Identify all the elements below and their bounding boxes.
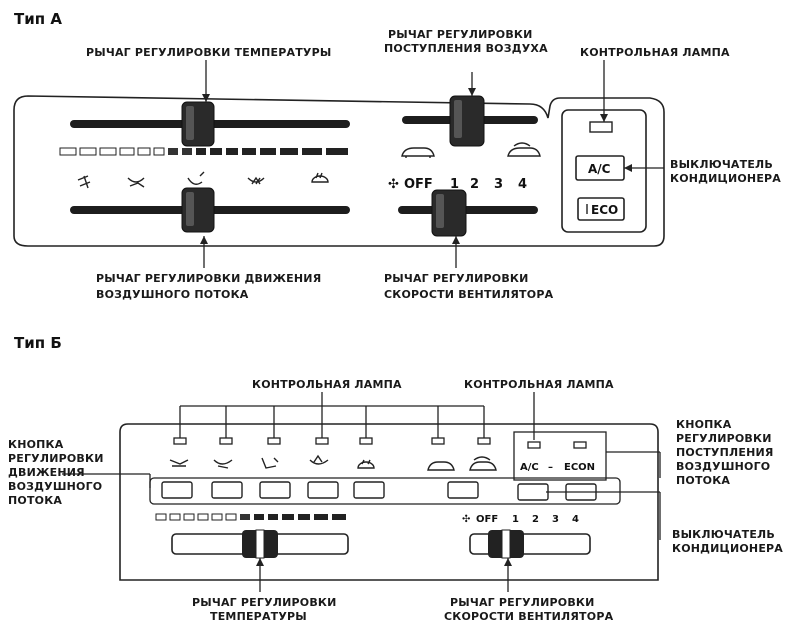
- type-b-econ-lamp: [573, 441, 587, 449]
- type-a-fan-track: [398, 206, 538, 214]
- fan-scale-3: 3: [552, 514, 559, 525]
- type-a-temp-lever-label: РЫЧАГ РЕГУЛИРОВКИ ТЕМПЕРАТУРЫ: [86, 46, 331, 59]
- type-a-temp-scale: [59, 147, 348, 156]
- fan-scale-3: 3: [494, 177, 503, 192]
- type-a-airflow-lever[interactable]: [181, 187, 215, 233]
- type-b-temp-label-1: РЫЧАГ РЕГУЛИРОВКИ: [192, 596, 337, 609]
- bilevel-vent-icon: [213, 459, 233, 469]
- type-a-intake-lever[interactable]: [449, 95, 485, 147]
- type-a-indicator-lamp: [589, 121, 613, 133]
- foot-vent-icon: [261, 457, 279, 469]
- bilevel-vent-icon: [127, 177, 145, 188]
- mode-button-foot[interactable]: [259, 481, 291, 499]
- type-a-lamp-label: КОНТРОЛЬНАЯ ЛАМПА: [580, 46, 730, 59]
- foot-defrost-icon: [309, 454, 329, 465]
- type-a-intake-label-2: ПОСТУПЛЕНИЯ ВОЗДУХА: [384, 42, 548, 55]
- fan-icon: ✣: [462, 514, 470, 525]
- type-b-intake-btn-label-1: КНОПКА: [676, 418, 732, 431]
- type-b-intake-btn-label-4: ВОЗДУШНОГО: [676, 460, 770, 473]
- type-b-econ-indicator-label: ECON: [564, 462, 595, 473]
- ac-button-label: A/C: [588, 162, 611, 176]
- type-b-intake-btn-label-2: РЕГУЛИРОВКИ: [676, 432, 772, 445]
- type-b-fan-lever[interactable]: [488, 529, 524, 559]
- type-b-mode-buttons: [161, 481, 597, 501]
- fan-scale-1: 1: [450, 177, 459, 192]
- type-a-fan-lever[interactable]: [431, 189, 467, 237]
- type-a-ac-switch-label-1: ВЫКЛЮЧАТЕЛЬ: [670, 158, 773, 171]
- fan-scale-4: 4: [572, 514, 579, 525]
- ac-button[interactable]: [517, 483, 549, 501]
- type-b-callouts: [62, 451, 661, 592]
- intake-button[interactable]: [447, 481, 479, 499]
- type-b-temp-lever[interactable]: [242, 529, 278, 559]
- fresh-air-car-icon: [427, 461, 455, 471]
- type-b-airflow-btn-label-5: ПОТОКА: [8, 494, 62, 507]
- face-vent-icon: [169, 459, 189, 467]
- eco-button-label: ECO: [591, 203, 618, 217]
- type-a-heading: Тип А: [14, 10, 62, 28]
- fan-scale-off: OFF: [404, 177, 433, 192]
- defrost-icon: [311, 172, 329, 183]
- fan-icon: ✣: [388, 177, 399, 192]
- type-b-intake-btn-label-3: ПОСТУПЛЕНИЯ: [676, 446, 774, 459]
- type-a-fan-scale: ✣ OFF 1 2 3 4: [388, 177, 527, 192]
- fan-scale-1: 1: [512, 514, 519, 525]
- type-a-airflow-icons: [77, 171, 329, 189]
- type-b-lamp-label-left: КОНТРОЛЬНАЯ ЛАМПА: [252, 378, 402, 391]
- type-b-temp-scale: [155, 513, 346, 521]
- type-a-ac-button[interactable]: A/C: [575, 155, 625, 181]
- type-b-ac-switch-label-1: ВЫКЛЮЧАТЕЛЬ: [672, 528, 775, 541]
- type-b-ac-lamp-box: [513, 431, 607, 481]
- foot-vent-icon: [187, 171, 205, 185]
- face-vent-icon: [77, 175, 91, 189]
- type-b-mode-icons: [169, 454, 497, 471]
- type-b-heading: Тип Б: [14, 334, 62, 352]
- mode-button-face[interactable]: [161, 481, 193, 499]
- recirculate-car-icon: [507, 142, 541, 157]
- recirculate-car-icon: [469, 456, 497, 471]
- foot-defrost-icon: [247, 176, 265, 185]
- type-b-fan-label-2: СКОРОСТИ ВЕНТИЛЯТОРА: [444, 610, 614, 623]
- type-b-airflow-btn-label-1: КНОПКА: [8, 438, 64, 451]
- type-b-airflow-btn-label-2: РЕГУЛИРОВКИ: [8, 452, 104, 465]
- fresh-air-car-icon: [401, 147, 435, 158]
- mode-button-foot-defrost[interactable]: [307, 481, 339, 499]
- type-b-airflow-btn-label-4: ВОЗДУШНОГО: [8, 480, 102, 493]
- type-b-ac-switch-label-2: КОНДИЦИОНЕРА: [672, 542, 783, 555]
- type-a-airflow-label-2: ВОЗДУШНОГО ПОТОКА: [96, 288, 249, 301]
- defrost-icon: [357, 459, 375, 469]
- type-a-callouts: [200, 60, 664, 268]
- type-a-airflow-label-1: РЫЧАГ РЕГУЛИРОВКИ ДВИЖЕНИЯ: [96, 272, 321, 285]
- type-b-lamp-label-right: КОНТРОЛЬНАЯ ЛАМПА: [464, 378, 614, 391]
- type-b-button-strip: [149, 477, 621, 505]
- type-a-fan-label-2: СКОРОСТИ ВЕНТИЛЯТОРА: [384, 288, 554, 301]
- fan-scale-2: 2: [470, 177, 479, 192]
- type-a-intake-label-1: РЫЧАГ РЕГУЛИРОВКИ: [388, 28, 533, 41]
- type-b-ac-indicator-label: A/C: [520, 462, 539, 473]
- type-b-fan-label-1: РЫЧАГ РЕГУЛИРОВКИ: [450, 596, 595, 609]
- type-a-ac-switch-label-2: КОНДИЦИОНЕРА: [670, 172, 781, 185]
- type-b-dash: –: [548, 462, 553, 473]
- type-a-temp-lever[interactable]: [181, 101, 215, 147]
- type-a-eco-button[interactable]: ECO: [577, 197, 625, 221]
- type-b-airflow-btn-label-3: ДВИЖЕНИЯ: [8, 466, 85, 479]
- type-b-temp-label-2: ТЕМПЕРАТУРЫ: [210, 610, 307, 623]
- type-b-indicator-lamps: [173, 437, 491, 445]
- mode-button-bilevel[interactable]: [211, 481, 243, 499]
- fan-scale-2: 2: [532, 514, 539, 525]
- type-b-intake-btn-label-5: ПОТОКА: [676, 474, 730, 487]
- type-a-fan-label-1: РЫЧАГ РЕГУЛИРОВКИ: [384, 272, 529, 285]
- mode-button-defrost[interactable]: [353, 481, 385, 499]
- fan-scale-4: 4: [518, 177, 527, 192]
- type-b-fan-scale: ✣ OFF 1 2 3 4: [462, 514, 579, 525]
- fan-scale-off: OFF: [476, 514, 498, 525]
- type-b-ac-lamp: [527, 441, 541, 449]
